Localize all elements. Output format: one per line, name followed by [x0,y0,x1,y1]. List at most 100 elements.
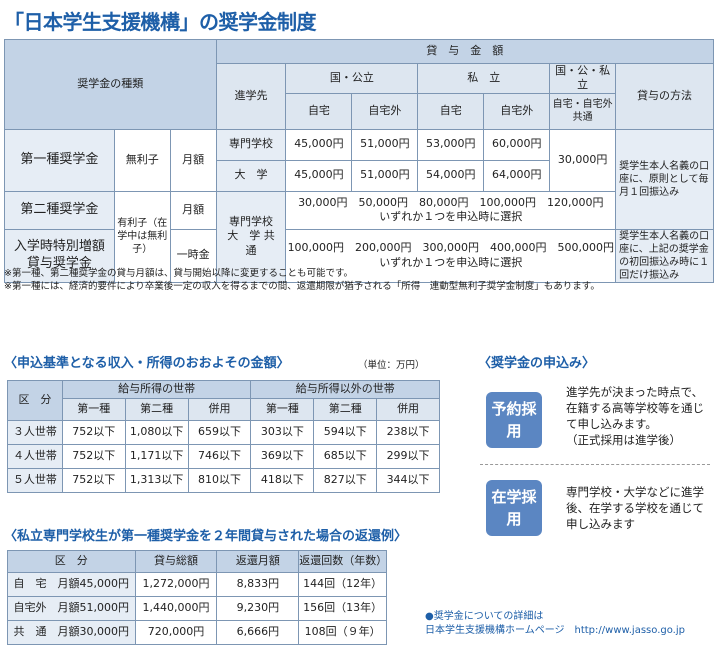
income-table: 区 分 給与所得の世帯 給与所得以外の世帯 第一種 第二種 併用 第一種 第二種… [7,380,440,493]
header-home: 自宅 [285,92,353,130]
income-col: 第二種 [124,398,189,421]
row1a-value: 51,000円 [351,128,419,161]
repay-total: 1,440,000円 [134,596,218,621]
income-cell: 1,313以下 [124,468,189,493]
page-title: 「日本学生支援機構」の奨学金制度 [4,10,317,34]
row2-name: 第二種奨学金 [4,190,115,230]
income-row-label: ５人世帯 [7,468,63,493]
row1a-school: 専門学校 [215,128,287,161]
repay-row-label: 自 宅 月額45,000円 [7,572,136,597]
income-cell: 594以下 [313,420,378,445]
row23-interest: 有利子（在学中は無利子） [113,190,171,283]
row2-period: 月額 [169,190,217,230]
income-unit: （単位：万円） [358,360,425,371]
repay-total: 1,272,000円 [134,572,218,597]
reservation-desc: 進学先が決まった時点で、在籍する高等学校等を通じて申し込みます。 [566,385,704,431]
row1-common: 30,000円 [549,128,617,192]
income-cell: 746以下 [187,444,252,469]
income-cell: 418以下 [250,468,315,493]
row23-school: 専門学校 大 学 共通 [215,190,287,283]
row1-period: 月額 [169,128,217,192]
income-header-other: 給与所得以外の世帯 [250,380,440,399]
row1b-value: 64,000円 [483,159,551,192]
footer-line1: ●奨学金についての詳細は [425,611,544,622]
enrolled-text: 専門学校・大学などに進学後、在学する学校を通じて申し込みます [566,485,704,531]
repay-count: 156回（13年） [298,596,387,621]
header-away: 自宅外 [351,92,419,130]
footer: ●奨学金についての詳細は 日本学生支援機構ホームページ http://www.j… [425,610,685,638]
repay-monthly: 9,230円 [216,596,300,621]
repay-header: 返還回数（年数） [298,550,387,573]
income-col: 第二種 [313,398,378,421]
income-cell: 659以下 [187,420,252,445]
header-method: 貸与の方法 [615,63,714,130]
repay-count: 144回（12年） [298,572,387,597]
income-cell: 303以下 [250,420,315,445]
notes: ※第一種、第二種奨学金の貸与月額は、貸与開始以降に変更することも可能です。 ※第… [4,267,600,293]
row1b-value: 54,000円 [417,159,485,192]
income-col: 併用 [187,398,252,421]
reservation-text: 進学先が決まった時点で、在籍する高等学校等を通じて申し込みます。 （正式採用は進… [566,384,712,448]
income-cell: 752以下 [61,444,126,469]
header-away: 自宅外 [483,92,551,130]
row1-method: 奨学生本人名義の口座に、原則として毎月１回振込み [615,128,714,230]
income-cell: 1,080以下 [124,420,189,445]
enrolled-badge: 在学採用 [486,480,542,536]
header-amount: 貸 与 金 額 [215,39,715,64]
repay-monthly: 8,833円 [216,572,300,597]
repay-heading: 〈私立専門学校生が第一種奨学金を２年間貸与された場合の返還例〉 [4,529,408,544]
footer-link[interactable]: 日本学生支援機構ホームページ http://www.jasso.go.jp [425,625,685,636]
row3-name: 入学時特別増額貸与奨学金 [4,228,115,283]
header-common: 国・公・私立 [549,63,617,94]
income-col: 第一種 [61,398,126,421]
row3-method: 奨学生本人名義の口座に、上記の奨学金の初回振込み時に１回だけ振込み [615,228,714,283]
row2-amounts: 30,000円 50,000円 80,000円 100,000円 120,000… [298,195,604,209]
header-both: 自宅・自宅外共通 [549,92,617,130]
income-cell: 810以下 [187,468,252,493]
income-col: 併用 [376,398,440,421]
repay-row-label: 自宅外 月額51,000円 [7,596,136,621]
header-home: 自宅 [417,92,485,130]
repay-header: 区 分 [7,550,136,573]
income-cell: 238以下 [376,420,440,445]
income-cell: 344以下 [376,468,440,493]
repay-row-label: 共 通 月額30,000円 [7,620,136,645]
income-row-label: ３人世帯 [7,420,63,445]
scholarship-table: 奨学金の種類 貸 与 金 額 進学先 国・公立 私 立 国・公・私立 貸与の方法… [4,39,715,283]
reservation-badge: 予約採用 [486,392,542,448]
income-header-salary: 給与所得の世帯 [61,380,252,399]
repay-header: 返還月額 [216,550,300,573]
income-cell: 827以下 [313,468,378,493]
row1b-value: 51,000円 [351,159,419,192]
income-cell: 752以下 [61,420,126,445]
repay-table: 区 分 貸与総額 返還月額 返還回数（年数） 自 宅 月額45,000円 1,2… [7,550,387,645]
row1a-value: 45,000円 [285,128,353,161]
repay-count: 108回（９年） [298,620,387,645]
row3-period: 一時金 [169,228,217,283]
row1a-value: 53,000円 [417,128,485,161]
apply-heading: 〈奨学金の申込み〉 [478,356,596,371]
row1-name: 第一種奨学金 [4,128,115,192]
income-heading: 〈申込基準となる収入・所得のおおよその金額〉 [4,356,290,371]
divider [480,464,710,465]
note-line: ※第一種には、経済的要件により卒業後一定の収入を得るまでの間、返還期限が猶予され… [4,281,600,292]
income-cell: 752以下 [61,468,126,493]
row1b-school: 大 学 [215,159,287,192]
row1b-value: 45,000円 [285,159,353,192]
header-school: 進学先 [215,63,287,130]
income-cell: 299以下 [376,444,440,469]
header-national: 国・公立 [285,63,419,94]
repay-header: 貸与総額 [134,550,218,573]
income-cell: 1,171以下 [124,444,189,469]
income-cell: 685以下 [313,444,378,469]
row3-select-note: いずれか１つを申込時に選択 [379,255,523,269]
row3-amounts: 100,000円 200,000円 300,000円 400,000円 500,… [287,241,615,255]
row2-amounts-cell: 30,000円 50,000円 80,000円 100,000円 120,000… [285,190,617,230]
income-header-class: 区 分 [7,380,63,421]
repay-total: 720,000円 [134,620,218,645]
row1-interest: 無利子 [113,128,171,192]
header-type: 奨学金の種類 [4,39,217,130]
income-col: 第一種 [250,398,315,421]
header-private: 私 立 [417,63,551,94]
income-row-label: ４人世帯 [7,444,63,469]
